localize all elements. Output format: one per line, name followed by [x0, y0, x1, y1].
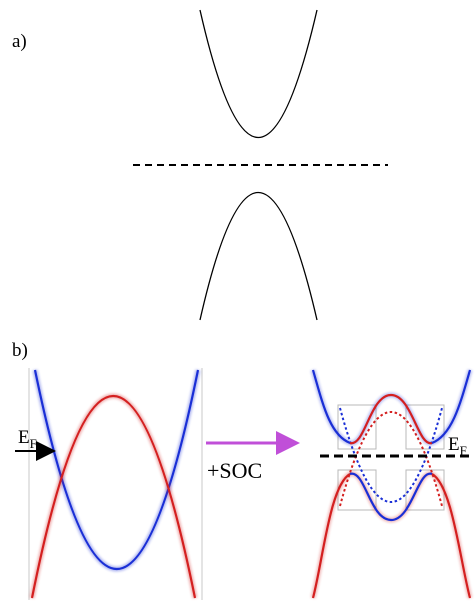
- fermi-label-left: EF: [18, 427, 37, 451]
- dotted-red-band: [339, 411, 443, 507]
- dotted-blue-band: [339, 407, 443, 503]
- upper-gapped-band-blue-right: [431, 369, 472, 445]
- lower-gapped-band-red-right: [431, 473, 472, 599]
- box-upper-left: [337, 404, 377, 450]
- lower-gapped-band-red: [311, 473, 351, 599]
- panel-b-label: b): [12, 340, 28, 361]
- conduction-band: [199, 9, 318, 139]
- box-upper-right: [405, 404, 445, 450]
- panel-a-label: a): [12, 31, 27, 52]
- soc-arrow: [206, 431, 300, 455]
- valence-band: [199, 191, 318, 321]
- lower-gapped-band-blue: [349, 472, 433, 522]
- panel-b: b) EF +SOC: [12, 340, 473, 600]
- upper-gapped-band-blue: [311, 369, 351, 445]
- blue-band: [33, 369, 200, 570]
- red-band: [30, 395, 197, 599]
- soc-label: +SOC: [207, 458, 262, 483]
- panel-a: a): [12, 9, 388, 321]
- fermi-label-right: EF: [448, 434, 467, 458]
- upper-gapped-band-red: [349, 393, 433, 445]
